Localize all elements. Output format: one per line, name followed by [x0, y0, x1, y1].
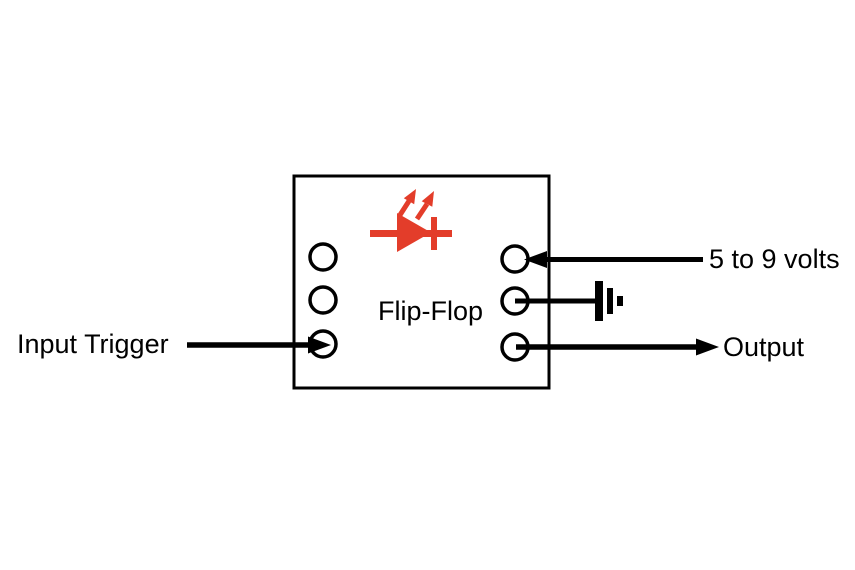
led-icon	[370, 189, 452, 252]
led-emission-arrow-right-icon	[414, 191, 434, 221]
chip-name-label: Flip-Flop	[378, 296, 484, 326]
output-label: Output	[723, 332, 805, 362]
ground-bar-medium	[607, 288, 613, 314]
pin-right-top	[500, 244, 530, 274]
output-arrowhead-icon	[696, 338, 719, 356]
led-emission-arrow-left-icon	[397, 189, 416, 217]
circuit-lines	[187, 174, 719, 390]
pin-left-middle	[308, 285, 338, 315]
pin-left-top	[308, 242, 338, 272]
ground-bar-large	[595, 281, 603, 321]
input-trigger-label: Input Trigger	[17, 329, 169, 359]
led-anode-triangle	[397, 213, 431, 252]
voltage-arrowhead-icon	[524, 251, 547, 268]
ground-bar-small	[617, 296, 623, 306]
input-trigger-arrowhead-icon	[308, 336, 331, 354]
led-cathode-bar	[431, 217, 437, 250]
voltage-label: 5 to 9 volts	[709, 244, 840, 274]
ground-icon	[595, 281, 623, 321]
